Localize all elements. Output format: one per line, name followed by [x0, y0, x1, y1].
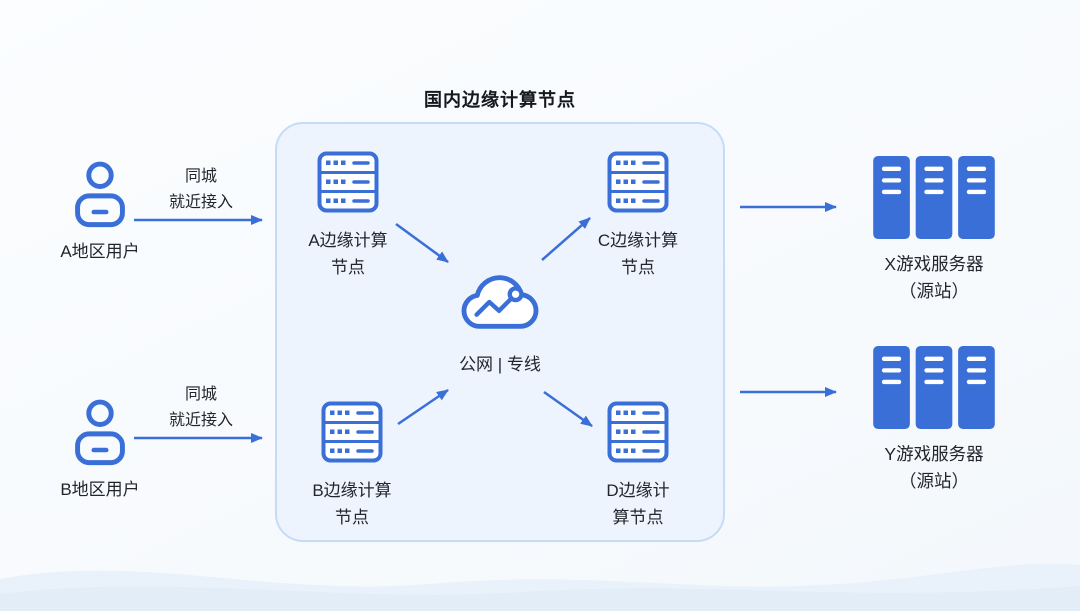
user-b-group: B地区用户: [32, 398, 168, 503]
edge-node-a-label: A边缘计算 节点: [308, 227, 387, 281]
origin-server-icon: [873, 346, 995, 429]
user-icon: [71, 398, 129, 468]
edge-node-c-line2: 节点: [621, 258, 655, 277]
origin-server-y-group: Y游戏服务器 （源站）: [846, 346, 1022, 495]
origin-server-x-label: X游戏服务器 （源站）: [884, 251, 983, 305]
access-b-line2: 就近接入: [168, 412, 233, 429]
server-rack-icon: [320, 400, 384, 464]
server-rack-icon: [316, 150, 380, 214]
edge-node-d-line1: D边缘计: [606, 481, 670, 500]
cloud-network-label: 公网 | 专线: [459, 355, 541, 374]
background-wave: [0, 563, 1080, 611]
edge-node-c-line1: C边缘计算: [597, 231, 679, 250]
user-icon: [71, 160, 129, 230]
edge-node-d-label: D边缘计 算节点: [606, 477, 669, 531]
edge-node-b-line2: 节点: [335, 508, 369, 527]
edge-node-c-label: C边缘计算 节点: [598, 227, 678, 281]
access-a-line1: 同城: [184, 168, 217, 185]
user-b-label: B地区用户: [60, 480, 140, 499]
access-label-b: 同城 就近接入: [138, 382, 264, 434]
access-a-line2: 就近接入: [168, 194, 233, 211]
origin-server-x-group: X游戏服务器 （源站）: [846, 156, 1022, 305]
edge-node-d-line2: 算节点: [612, 508, 664, 527]
edge-node-a-line2: 节点: [331, 258, 365, 277]
origin-server-y-line1: Y游戏服务器: [884, 444, 984, 464]
origin-server-y-label: Y游戏服务器 （源站）: [884, 441, 983, 495]
cloud-network-icon: [454, 266, 546, 340]
origin-server-x-line1: X游戏服务器: [884, 254, 984, 274]
user-a-group: A地区用户: [32, 160, 168, 265]
edge-node-d-group: D边缘计 算节点: [578, 400, 698, 531]
server-rack-icon: [606, 400, 670, 464]
cloud-network-group: 公网 | 专线: [428, 266, 572, 378]
server-rack-icon: [606, 150, 670, 214]
edge-node-a-group: A边缘计算 节点: [288, 150, 408, 281]
user-a-label: A地区用户: [60, 242, 140, 261]
access-label-a: 同城 就近接入: [138, 164, 264, 216]
origin-server-y-line2: （源站）: [899, 471, 969, 491]
diagram-title: 国内边缘计算节点: [424, 90, 576, 110]
origin-server-icon: [873, 156, 995, 239]
access-b-line1: 同城: [184, 386, 217, 403]
edge-node-a-line1: A边缘计算: [308, 231, 388, 250]
edge-node-b-line1: B边缘计算: [312, 481, 392, 500]
edge-node-b-group: B边缘计算 节点: [292, 400, 412, 531]
edge-node-b-label: B边缘计算 节点: [312, 477, 391, 531]
origin-server-x-line2: （源站）: [899, 281, 969, 301]
edge-node-c-group: C边缘计算 节点: [578, 150, 698, 281]
